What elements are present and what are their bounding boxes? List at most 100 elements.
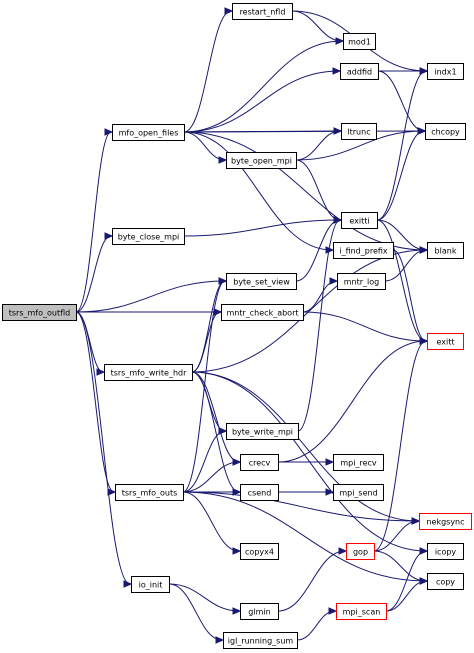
edge-arrowhead	[332, 67, 342, 75]
node-i-find-prefix[interactable]: i_find_prefix	[333, 242, 394, 259]
node-restart-nfld[interactable]: restart_nfld	[232, 3, 293, 20]
node-copy[interactable]: copy	[427, 573, 464, 590]
node-copyx4[interactable]: copyx4	[240, 543, 279, 560]
node-byte-open-mpi[interactable]: byte_open_mpi	[226, 152, 297, 169]
node-nekgsync[interactable]: nekgsync	[419, 513, 472, 530]
edge-crecv-to-mpi_recv	[278, 458, 335, 466]
node-label: nekgsync	[426, 518, 464, 527]
edge-mpi_scan-to-copy	[385, 577, 429, 612]
edge-line	[297, 219, 341, 432]
node-box	[226, 273, 297, 290]
edge-line	[75, 311, 131, 585]
edge-line	[277, 550, 346, 612]
node-ltrunc[interactable]: ltrunc	[341, 123, 377, 140]
edge-mfo_open_files-to-byte_open_mpi	[183, 131, 228, 164]
edge-arrowhead	[419, 577, 429, 585]
edge-io_init-to-glmin	[168, 583, 242, 615]
edge-arrowhead	[218, 427, 228, 435]
node-box	[341, 212, 378, 229]
node-box	[240, 543, 279, 560]
node-label: glmin	[248, 608, 270, 617]
edge-tsrs_mfo_outfld-to-tsrs_mfo_write_hdr	[75, 311, 106, 376]
node-blank[interactable]: blank	[427, 242, 464, 259]
node-box	[223, 632, 298, 649]
edge-arrowhead	[232, 488, 242, 496]
node-box	[343, 33, 376, 50]
edge-tsrs_mfo_outs-to-byte_write_mpi	[182, 427, 228, 493]
edge-arrowhead	[213, 308, 223, 316]
node-indx1[interactable]: indx1	[427, 63, 464, 80]
node-chcopy[interactable]: chcopy	[425, 123, 466, 140]
edge-tsrs_mfo_outfld-to-byte_close_mpi	[75, 232, 114, 313]
node-mpi-recv[interactable]: mpi_recv	[333, 454, 384, 471]
node-label: restart_nfld	[240, 8, 286, 17]
node-label: csend	[248, 489, 272, 498]
edge-arrowhead	[419, 67, 429, 75]
nodes-layer: tsrs_mfo_outfld mfo_open_files byte_close_…	[2, 3, 472, 649]
node-byte-close-mpi[interactable]: byte_close_mpi	[112, 228, 185, 245]
node-tsrs-mfo-outs[interactable]: tsrs_mfo_outs	[115, 484, 184, 501]
node-csend[interactable]: csend	[240, 484, 279, 501]
edge-gop-to-nekgsync	[373, 517, 421, 552]
node-box	[336, 603, 387, 620]
node-exitt[interactable]: exitt	[427, 333, 464, 350]
node-glmin[interactable]: glmin	[240, 603, 279, 620]
edge-igl_running_sum-to-mpi_scan	[296, 607, 338, 641]
node-crecv[interactable]: crecv	[240, 454, 279, 471]
node-box	[115, 484, 184, 501]
node-label: byte_close_mpi	[118, 233, 180, 242]
node-tsrs-mfo-write-hdr[interactable]: tsrs_mfo_write_hdr	[104, 364, 193, 381]
node-label: blank	[435, 247, 457, 256]
node-box	[419, 513, 472, 530]
edge-tsrs_mfo_write_hdr-to-crecv	[191, 371, 242, 466]
edge-line	[295, 159, 341, 221]
node-box	[240, 484, 279, 501]
node-mpi-scan[interactable]: mpi_scan	[336, 603, 387, 620]
node-label: copyx4	[245, 548, 274, 557]
edge-arrowhead	[325, 458, 335, 466]
node-box	[226, 423, 299, 440]
edge-line	[191, 371, 419, 522]
edge-line	[191, 311, 221, 373]
edge-arrowhead	[328, 607, 338, 615]
node-addfid[interactable]: addfid	[340, 63, 379, 80]
edge-mfo_open_files-to-addfid	[183, 67, 342, 133]
node-label: mfo_open_files	[119, 129, 179, 138]
edge-arrowhead	[215, 636, 225, 644]
node-box	[333, 454, 384, 471]
edge-io_init-to-igl_running_sum	[168, 583, 225, 644]
node-mntr-log[interactable]: mntr_log	[337, 273, 386, 290]
node-byte-set-view[interactable]: byte_set_view	[226, 273, 297, 290]
edge-line	[183, 70, 340, 133]
node-icopy[interactable]: icopy	[427, 543, 464, 560]
node-box	[104, 364, 193, 381]
edge-line	[376, 130, 425, 221]
edge-line	[373, 520, 419, 552]
node-tsrs-mfo-outfld[interactable]: tsrs_mfo_outfld	[2, 304, 77, 321]
edge-arrowhead	[419, 246, 429, 254]
edge-mntr_check_abort-to-exitt	[302, 311, 429, 345]
edge-line	[75, 280, 226, 313]
edge-arrowhead	[333, 216, 343, 224]
node-mfo-open-files[interactable]: mfo_open_files	[112, 124, 185, 141]
node-io-init[interactable]: io_init	[131, 576, 170, 593]
node-exitti[interactable]: exitti	[341, 212, 378, 229]
node-mpi-send[interactable]: mpi_send	[333, 484, 384, 501]
edge-line	[373, 340, 427, 552]
node-mntr-check-abort[interactable]: mntr_check_abort	[221, 304, 304, 321]
edge-byte_open_mpi-to-ltrunc	[295, 127, 343, 161]
edge-arrowhead	[335, 37, 345, 45]
edge-arrowhead	[232, 458, 242, 466]
node-box	[333, 242, 394, 259]
node-label: addfid	[347, 68, 372, 77]
edge-addfid-to-chcopy	[377, 70, 427, 135]
node-byte-write-mpi[interactable]: byte_write_mpi	[226, 423, 299, 440]
edge-arrowhead	[218, 156, 228, 164]
edges-layer	[75, 7, 429, 644]
node-gop[interactable]: gop	[346, 543, 375, 560]
edge-tsrs_mfo_outs-to-copy	[182, 491, 429, 585]
node-igl-running-sum[interactable]: igl_running_sum	[223, 632, 298, 649]
node-mod1[interactable]: mod1	[343, 33, 376, 50]
edge-tsrs_mfo_outfld-to-byte_set_view	[75, 277, 228, 313]
edge-arrowhead	[419, 337, 429, 345]
